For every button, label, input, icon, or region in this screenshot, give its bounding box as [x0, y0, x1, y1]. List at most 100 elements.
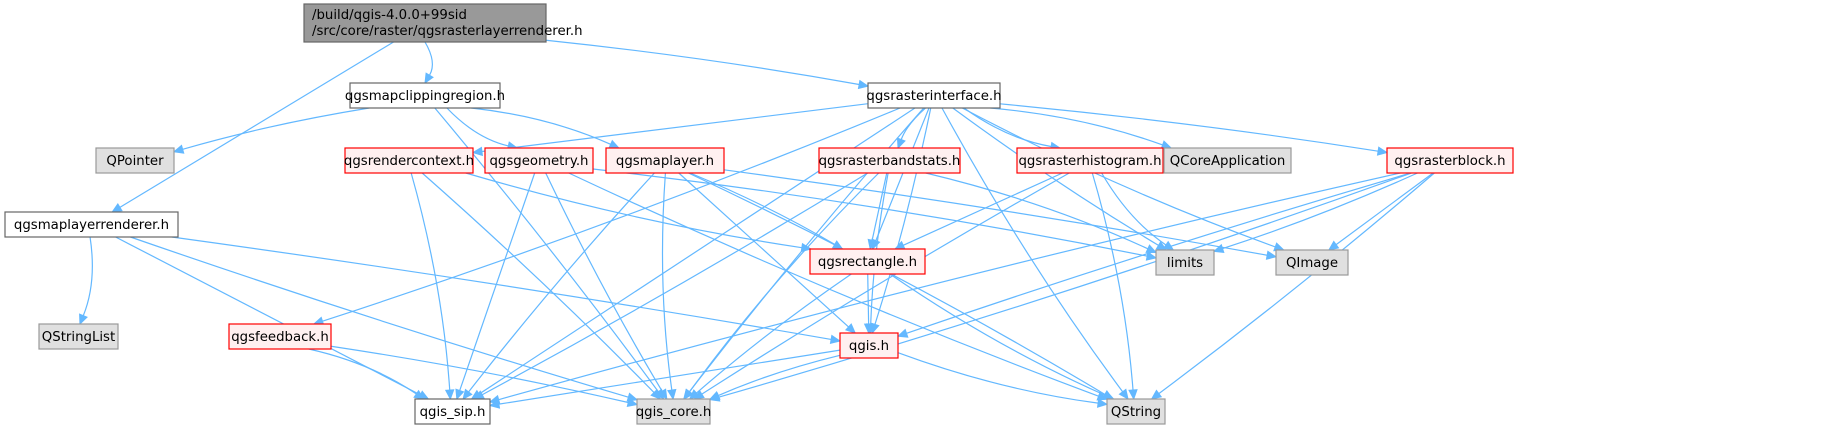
edge-qgsrasterbandstats-to-qgis_sip [473, 172, 869, 400]
arrowhead-icon [608, 139, 620, 149]
edge-line [889, 273, 1106, 396]
edge-qgsfeedback-to-qgis_core [330, 345, 639, 408]
edge-line [545, 172, 663, 392]
edge-qgsmaplayer-to-qgis_core [661, 172, 677, 401]
node-root[interactable]: /build/qgis-4.0.0+99sid/src/core/raster/… [303, 3, 583, 43]
edge-line [410, 172, 451, 391]
edge-qgsrasterblock-to-QImage [1327, 172, 1434, 251]
edge-line [1335, 172, 1434, 246]
edge-line [999, 103, 1379, 152]
edge-line [421, 172, 655, 393]
edge-line [424, 41, 433, 76]
arrowhead-icon [424, 72, 434, 85]
node-QImage: QImage [1275, 249, 1349, 276]
node-QCoreApplication: QCoreApplication [1163, 147, 1292, 174]
arrowhead-icon [896, 137, 906, 150]
arrowhead-icon [708, 390, 721, 400]
node-box [636, 398, 711, 425]
node-label: qgsgeometry.h [489, 154, 588, 169]
edge-line [568, 172, 1099, 397]
edge-line [446, 107, 509, 147]
edge-qgsrasterhistogram-to-qgsrectangle [893, 172, 1063, 250]
edge-qgsrasterhistogram-to-limits [1101, 172, 1175, 251]
edge-line [696, 273, 852, 394]
edge-line [82, 236, 93, 316]
node-box [349, 82, 501, 109]
arrowhead-icon [1327, 240, 1340, 251]
node-box [303, 3, 547, 43]
edge-line [1222, 172, 1418, 250]
edge-qgsgeometry-to-limits [592, 168, 1158, 261]
node-qgsmaplayer[interactable]: qgsmaplayer.h [605, 147, 725, 174]
edge-line [481, 172, 869, 396]
node-box [1275, 249, 1349, 276]
edge-qgsrasterbandstats-to-qgis_core [683, 172, 880, 400]
node-qgsfeedback[interactable]: qgsfeedback.h [228, 323, 332, 350]
edge-qgsrasterblock-to-limits [1212, 172, 1418, 253]
arrowhead-icon [626, 397, 639, 408]
edge-qgis-to-qgis_sip [488, 349, 841, 409]
arrowhead-icon [650, 388, 662, 400]
node-box [1106, 398, 1166, 425]
edge-line [941, 107, 1124, 393]
node-qgsrectangle[interactable]: qgsrectangle.h [809, 248, 926, 275]
node-qgsrasterbandstats[interactable]: qgsrasterbandstats.h [818, 147, 961, 174]
edge-line [689, 172, 835, 245]
arrowhead-icon [1376, 146, 1389, 156]
arrowhead-icon [829, 334, 842, 345]
node-qgsmaplayerrenderer[interactable]: qgsmaplayerrenderer.h [4, 211, 179, 238]
edge-line [592, 168, 1148, 257]
edge-qgsmapclippingregion-to-qgsmaplayer [471, 107, 620, 149]
node-qgsrendercontext[interactable]: qgsrendercontext.h [344, 147, 474, 174]
node-qgis[interactable]: qgis.h [839, 332, 899, 359]
edge-qgsmaplayerrenderer-to-qgis [171, 236, 842, 345]
arrowhead-icon [488, 399, 501, 409]
node-label: qgis_sip.h [420, 405, 486, 420]
node-qgsgeometry[interactable]: qgsgeometry.h [484, 147, 594, 174]
node-label: qgis.h [849, 339, 889, 354]
node-qgsmapclippingregion[interactable]: qgsmapclippingregion.h [345, 82, 505, 109]
node-label: qgsrasterinterface.h [866, 89, 1001, 104]
arrowhead-icon [800, 242, 812, 253]
node-qgsrasterhistogram[interactable]: qgsrasterhistogram.h [1016, 147, 1164, 174]
node-box [1016, 147, 1164, 174]
node-box [818, 147, 961, 174]
edge-qgsmaplayer-to-QImage [723, 169, 1278, 260]
edge-line [897, 352, 1099, 404]
edge-qgsrectangle-to-qgis [863, 273, 874, 335]
arrowhead-icon [79, 313, 88, 326]
edge-qgsgeometry-to-qgis_sip [455, 172, 536, 401]
node-box [605, 147, 725, 174]
edge-line [119, 41, 394, 208]
edge-root-to-qgsmapclippingregion [424, 41, 434, 85]
edge-qgis-to-qgis_core [708, 354, 841, 400]
edge-qgsrendercontext-to-qgis_sip [410, 172, 455, 401]
node-box [867, 82, 1001, 109]
arrowhead-icon [867, 238, 877, 251]
arrowhead-icon [1096, 398, 1109, 408]
edge-line [900, 107, 926, 140]
arrowhead-icon [863, 323, 874, 335]
edge-line [498, 349, 841, 405]
node-qgis_sip[interactable]: qgis_sip.h [414, 398, 491, 425]
arrowhead-icon [172, 144, 185, 154]
edge-qgsmapclippingregion-to-QPointer [172, 107, 370, 154]
node-label: /build/qgis-4.0.0+99sid [312, 8, 467, 23]
node-label: qgsrasterblock.h [1394, 154, 1505, 169]
edge-line [182, 107, 370, 150]
node-label: QImage [1286, 256, 1338, 271]
node-box [344, 147, 474, 174]
edge-line [1091, 172, 1134, 391]
edge-qgsrasterinterface-to-qgsrectangle [871, 107, 930, 251]
edge-line [902, 172, 1063, 246]
arrowhead-icon [444, 389, 455, 401]
node-box [809, 248, 926, 275]
edge-line [962, 107, 1276, 248]
edge-qgsrasterinterface-to-qgsrendercontext [471, 103, 869, 157]
node-qgsrasterblock[interactable]: qgsrasterblock.h [1386, 147, 1514, 174]
edge-root-to-qgsmaplayerrenderer [111, 41, 394, 213]
node-qgsrasterinterface[interactable]: qgsrasterinterface.h [866, 82, 1002, 109]
edge-line [471, 107, 611, 145]
arrowhead-icon [896, 328, 909, 338]
